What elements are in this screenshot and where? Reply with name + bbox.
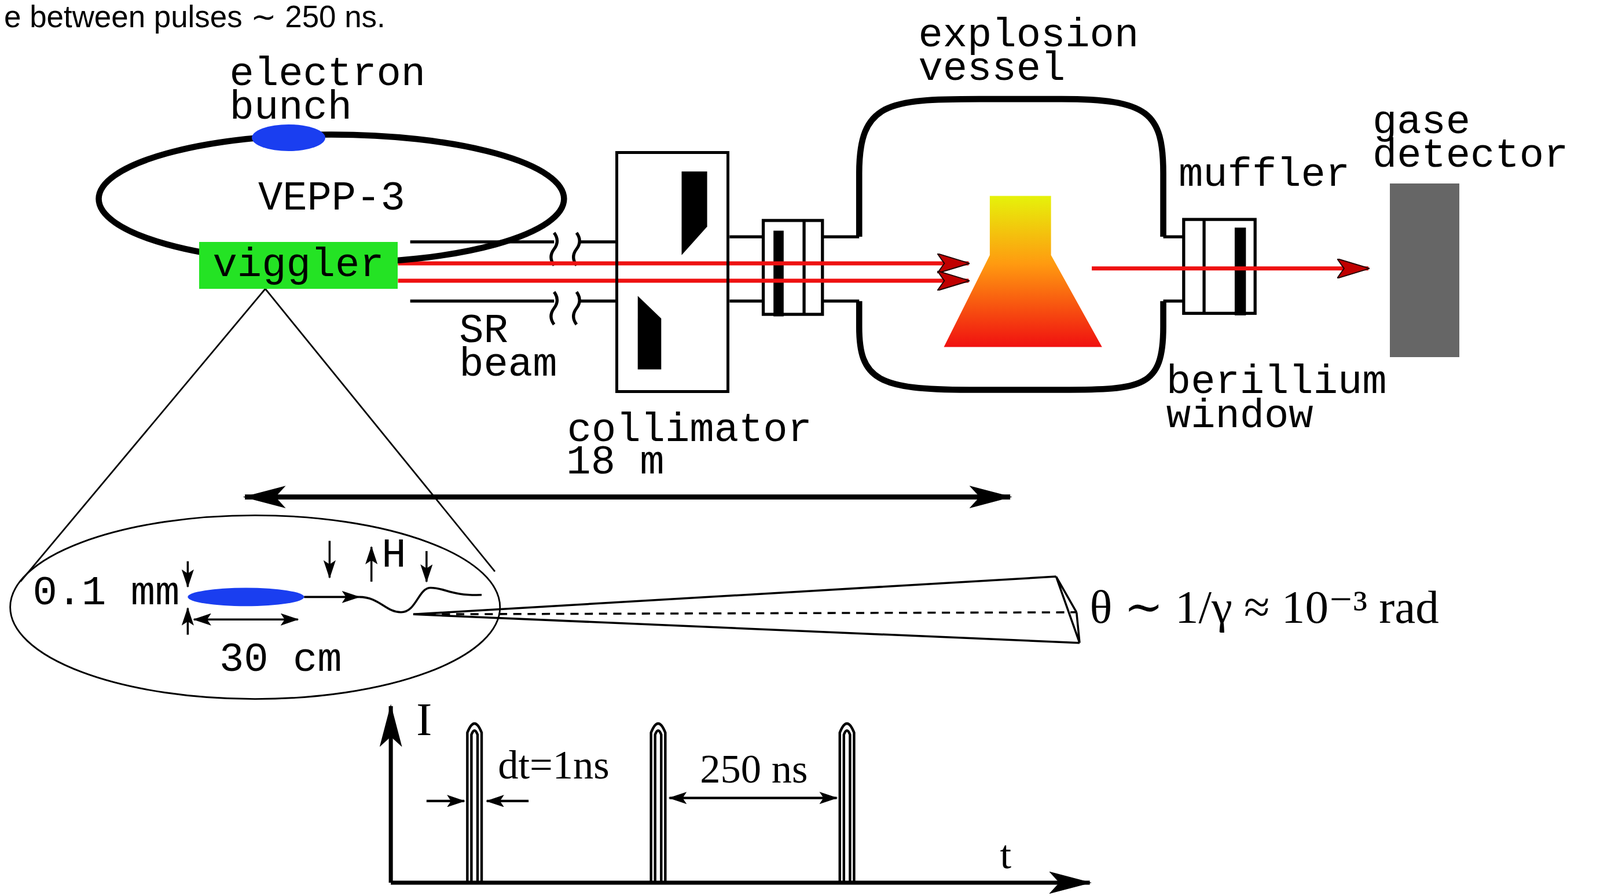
upper-jaw	[681, 171, 708, 256]
vessel-label: explosion vessel	[918, 18, 1158, 87]
electron-bunch: electron bunch	[229, 57, 435, 154]
berillium-window	[1234, 227, 1246, 316]
distance-arrow	[244, 494, 1011, 500]
pulse	[839, 723, 855, 883]
part-label: berillium window	[1166, 365, 1404, 433]
pulse-plot	[390, 706, 1090, 883]
berillium-foil	[773, 230, 784, 317]
label-holder: dt=1ns	[497, 742, 633, 788]
zoom-line	[20, 288, 495, 582]
pipe	[729, 236, 763, 302]
field-arrow	[370, 547, 373, 582]
axis-label: I	[416, 694, 458, 746]
period-arrow	[669, 796, 837, 799]
period-label: 250 ns	[699, 746, 843, 792]
beam-arrow	[1091, 268, 1369, 269]
flange-line	[804, 220, 860, 315]
y-axis	[389, 706, 394, 883]
vessel-outline	[859, 98, 1163, 390]
wiggle-trajectory	[358, 587, 482, 612]
field-arrow	[328, 540, 332, 578]
slide-heading: e between pulses ∼ 250 ns.	[4, 0, 658, 34]
bunch-label: electron bunch	[229, 57, 435, 126]
bunch-detail	[187, 587, 304, 607]
x-axis	[390, 880, 1090, 885]
length-arrow	[193, 618, 299, 621]
part-label: muffler	[1178, 158, 1383, 193]
cone-hidden-edge	[413, 612, 1077, 615]
collimator-jaws	[637, 171, 708, 370]
label-holder: I	[416, 694, 458, 746]
left-flange	[729, 220, 860, 317]
detector-body	[1389, 183, 1460, 358]
dimension-label: 18 m	[566, 445, 719, 480]
radiation-cone	[413, 576, 1080, 644]
beam-label: SR beam	[459, 314, 582, 383]
detector-label: gase detector	[1372, 105, 1577, 174]
collimator-box: collimator	[615, 151, 730, 394]
collimator-label: collimator	[567, 413, 833, 448]
label-holder: e between pulses ∼ 250 ns.	[4, 0, 658, 34]
flange-line	[1202, 219, 1206, 314]
pulse	[467, 723, 482, 883]
label-holder: 0.1 mm	[32, 576, 196, 611]
beam-line	[397, 279, 969, 284]
wiggler-name: viggler	[213, 248, 385, 283]
explosion-charge	[944, 196, 1103, 348]
label-holder: berillium window	[1166, 365, 1404, 433]
label-holder: explosion vessel	[918, 18, 1158, 87]
sr-tube	[410, 232, 616, 325]
dimension-label: 30 cm	[219, 643, 373, 678]
field-label: H	[381, 538, 423, 574]
beam-line	[1091, 266, 1369, 271]
label-holder: θ ∼ 1/γ ≈ 10⁻³ rad	[1090, 579, 1596, 636]
zoom-callout	[10, 288, 501, 700]
break-mark	[551, 232, 580, 325]
bunch-dimensions	[187, 540, 482, 635]
label-holder: t	[1000, 832, 1036, 878]
beam-arrow	[397, 263, 969, 281]
lower-jaw	[637, 295, 662, 370]
label-holder: muffler	[1178, 158, 1383, 193]
label-holder: SR beam	[459, 314, 582, 383]
wiggler-box: viggler	[199, 241, 399, 289]
beam-line	[397, 261, 969, 266]
height-arrow	[186, 561, 190, 587]
width-arrow	[426, 800, 465, 803]
width-arrow	[486, 800, 529, 803]
zoom-ellipse	[10, 515, 501, 699]
pulse	[651, 723, 666, 883]
tube-wall	[410, 241, 616, 302]
label-holder: 250 ns	[699, 746, 843, 792]
gas-detector: gase detector	[1372, 105, 1577, 358]
height-arrow	[186, 608, 190, 636]
cone-edge	[413, 576, 1080, 644]
axis-label: t	[1000, 832, 1036, 878]
duration-label: dt=1ns	[497, 742, 633, 788]
label-holder: H	[381, 538, 423, 574]
ring-name: VEPP-3	[258, 181, 406, 216]
flange-body	[763, 220, 823, 315]
bunch-ellipse	[251, 124, 326, 152]
label-holder: collimator	[567, 413, 833, 448]
label-holder: 30 cm	[219, 643, 373, 678]
angle-formula: θ ∼ 1/γ ≈ 10⁻³ rad	[1090, 579, 1596, 636]
trajectory-arrow	[303, 596, 359, 599]
label-holder: 18 m	[566, 445, 719, 480]
dimension-label: 0.1 mm	[32, 576, 196, 611]
field-arrow	[425, 551, 428, 582]
explosion-vessel: explosion vessel	[859, 18, 1163, 394]
